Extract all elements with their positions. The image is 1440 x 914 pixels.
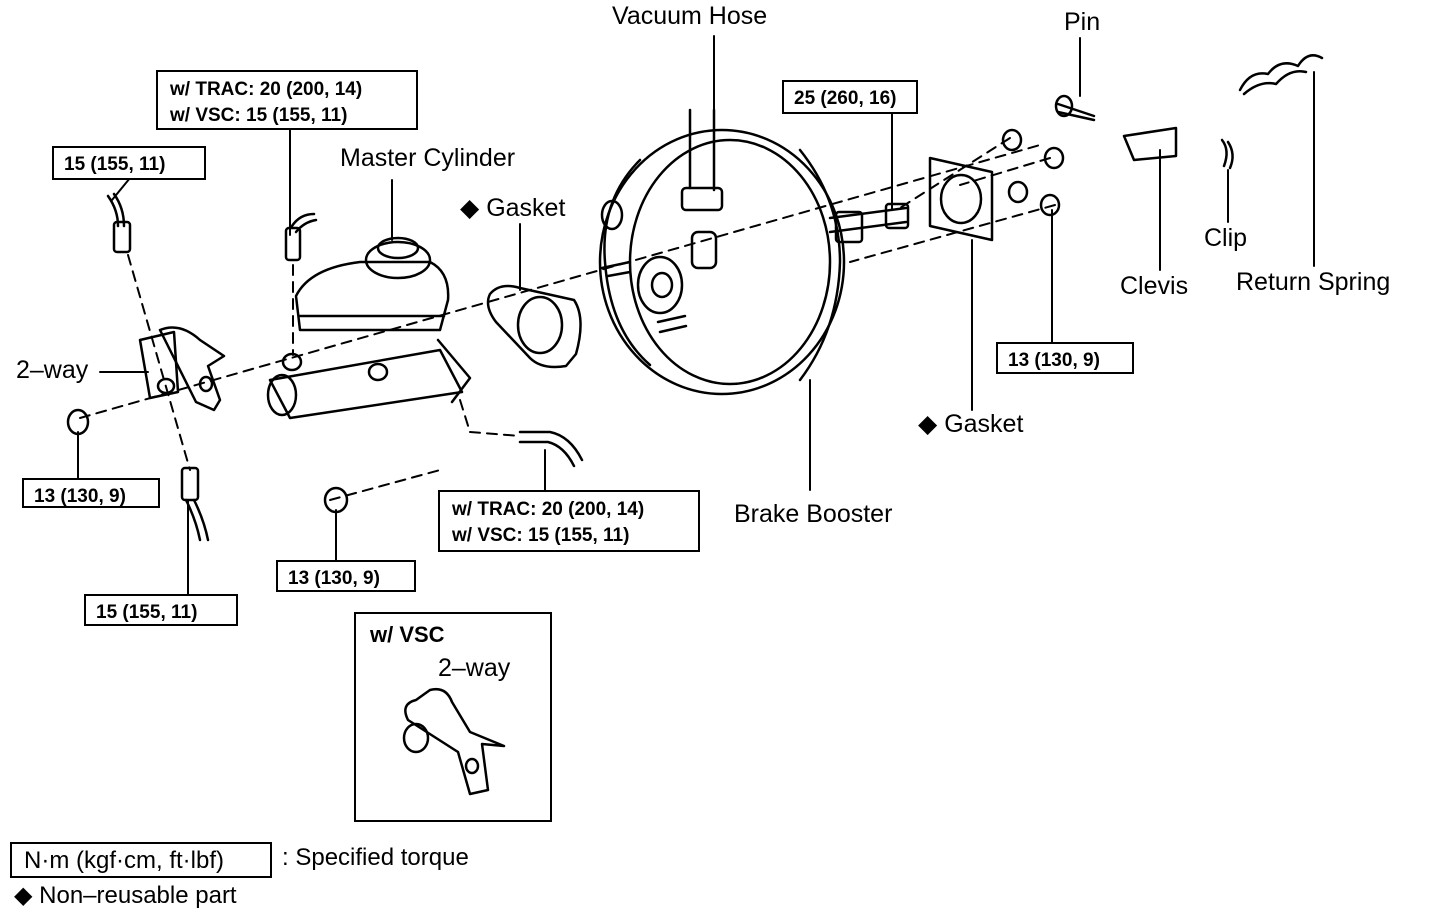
torque-box-trac-vsc-top: w/ TRAC: 20 (200, 14) w/ VSC: 15 (155, 1… [156, 70, 418, 130]
return-spring-label: Return Spring [1236, 268, 1391, 296]
brake-booster-drawing [598, 128, 846, 396]
legend-torque-unit-box: N·m (kgf·cm, ft·lbf) [10, 842, 272, 878]
legend-torque-desc: : Specified torque [282, 844, 469, 871]
non-reusable-marker: ◆ [14, 882, 33, 909]
gasket-front-text: Gasket [486, 194, 566, 222]
vsc-two-way-label: 2–way [438, 654, 511, 682]
rear-gasket-drawing [928, 156, 994, 242]
gasket-rear-label: ◆ Gasket [918, 412, 1023, 437]
torque-trac-line: w/ TRAC: 20 (200, 14) [170, 79, 363, 100]
clevis-label: Clevis [1120, 272, 1189, 300]
legend-non-reusable: ◆ Non–reusable part [14, 884, 237, 908]
non-reusable-marker: ◆ [460, 194, 480, 222]
master-cylinder-drawing [266, 236, 472, 420]
gasket-rear-text: Gasket [944, 410, 1024, 438]
gasket-front-label: ◆ Gasket [460, 196, 565, 221]
inset-two-way-drawing [402, 688, 506, 796]
torque-vsc-line: w/ VSC: 15 (155, 11) [452, 524, 630, 546]
legend-non-reusable-text: Non–reusable part [39, 882, 237, 909]
torque-vsc-line: w/ VSC: 15 (155, 11) [170, 104, 348, 126]
vsc-inset-frame: w/ VSC [354, 612, 552, 822]
leader-lines [77, 35, 1315, 595]
brake-booster-label: Brake Booster [734, 500, 893, 528]
torque-box-nut-bottom: 13 (130, 9) [276, 560, 416, 592]
vacuum-hose-label: Vacuum Hose [612, 2, 768, 30]
push-rod-drawing [828, 202, 910, 244]
torque-box-pipe-bottom-left: 15 (155, 11) [84, 594, 238, 626]
two-way-label: 2–way [16, 356, 89, 384]
two-way-joint-drawing [138, 326, 226, 412]
torque-trac-line: w/ TRAC: 20 (200, 14) [452, 499, 645, 520]
vacuum-hose-drawing [680, 108, 724, 212]
clip-label: Clip [1204, 224, 1248, 252]
master-cylinder-label: Master Cylinder [340, 144, 516, 172]
pin-label: Pin [1064, 8, 1101, 36]
assembly-axis-lines [79, 137, 1056, 501]
vsc-inset-title: w/ VSC [370, 622, 445, 647]
torque-box-booster-rod: 25 (260, 16) [782, 80, 918, 114]
clevis-assembly-drawing [1054, 54, 1324, 170]
nuts-drawing [66, 128, 1065, 514]
torque-box-nut-left: 13 (130, 9) [22, 478, 160, 508]
torque-box-trac-vsc-bottom: w/ TRAC: 20 (200, 14) w/ VSC: 15 (155, 1… [438, 490, 700, 552]
non-reusable-marker: ◆ [918, 410, 938, 438]
brake-lines-drawing [106, 192, 584, 542]
torque-box-nut-right: 13 (130, 9) [996, 342, 1134, 374]
torque-box-pipe-top-left: 15 (155, 11) [52, 146, 206, 180]
front-gasket-drawing [486, 284, 582, 369]
